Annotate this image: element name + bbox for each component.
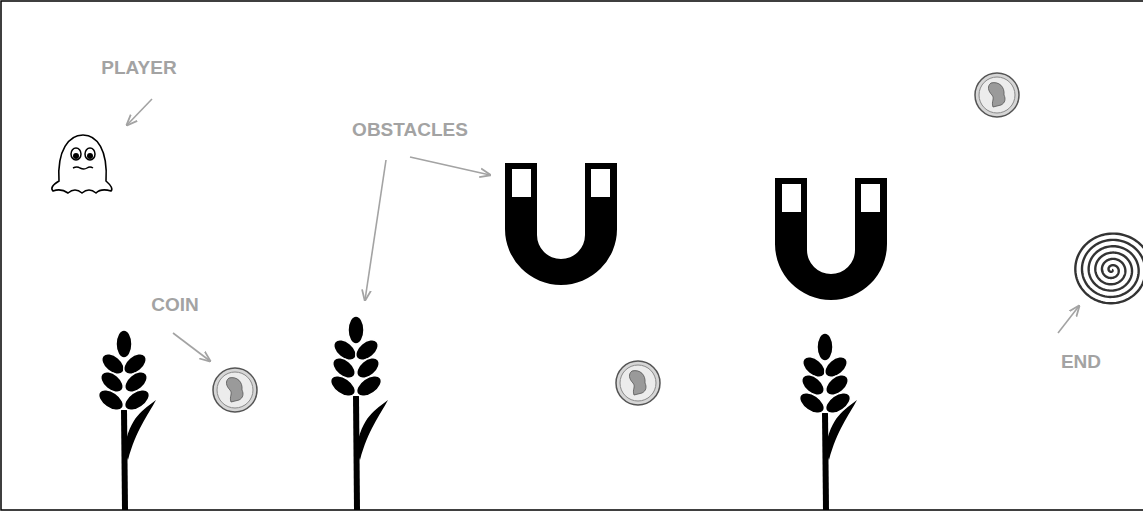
ghost-player [52,135,112,193]
wheat-obstacle [796,333,857,510]
coin [975,73,1019,117]
level-label: END [1061,352,1101,373]
level-label: COIN [151,295,199,316]
coin [213,368,257,412]
level-label: OBSTACLES [352,120,468,141]
magnet-obstacle [775,178,887,300]
leader-line [410,157,490,175]
level-frame [1,1,1143,510]
leader-line [173,333,210,361]
wheat-obstacle [327,316,388,510]
leader-line [127,99,152,125]
coin [616,361,660,405]
leader-line [1058,306,1079,333]
level-label: PLAYER [101,58,176,79]
leader-line [365,160,386,300]
wheat-obstacle [95,330,156,510]
leader-lines [127,99,1079,361]
end-portal [1075,234,1143,304]
magnet-obstacle [505,163,617,285]
